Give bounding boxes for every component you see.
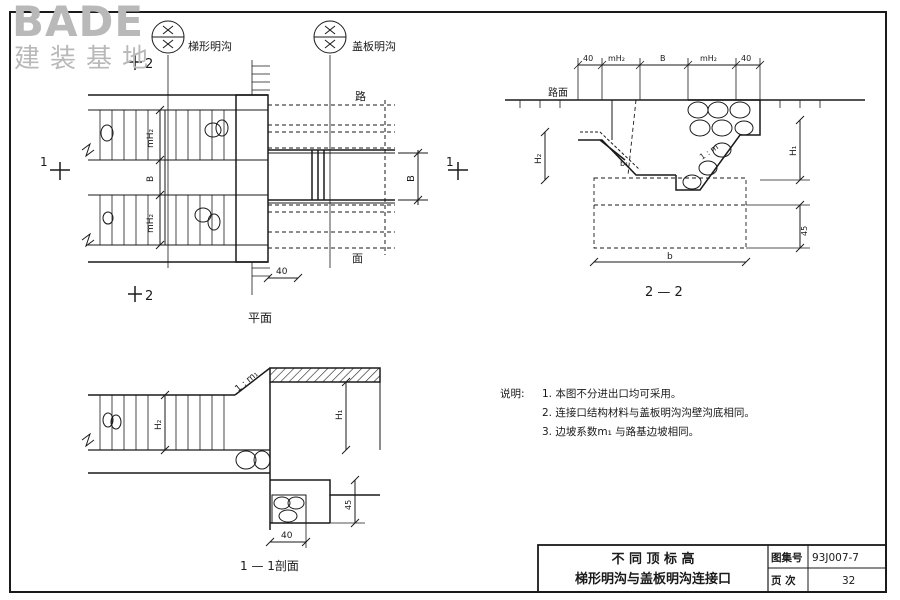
- s22-dim-mh2-left: mH₂: [608, 54, 625, 63]
- section-1-1: [81, 367, 381, 548]
- plan-dim-b-right: B: [406, 175, 417, 182]
- note-row: 说明: 1. 本图不分进出口均可采用。: [500, 385, 860, 404]
- section-marker-2-bottom: 2: [145, 289, 153, 304]
- plan-road-char-top: 路: [355, 90, 366, 103]
- title-line-1: 不 同 顶 标 高: [611, 551, 694, 567]
- s22-h1: H₁: [789, 145, 799, 156]
- s11-h2: H₂: [154, 419, 164, 430]
- plan-road-char-bottom: 面: [352, 252, 363, 265]
- s22-dim-45: 45: [800, 226, 809, 236]
- s22-dim-b: B: [660, 54, 666, 63]
- s22-dim-mh2-right: mH₂: [700, 54, 717, 63]
- title-block: [537, 544, 887, 593]
- watermark-subtitle: 建装基地: [14, 44, 159, 74]
- s22-slope: 1 : m: [698, 142, 720, 161]
- trapezoid-channel-label: 梯形明沟: [188, 40, 232, 53]
- note-row: 3. 边坡系数m₁ 与路基边坡相同。: [500, 423, 860, 442]
- notes-label: 说明:: [500, 388, 525, 400]
- note-row: 2. 连接口结构材料与盖板明沟沟壁沟底相同。: [500, 404, 860, 423]
- plan-dim-b: B: [146, 176, 156, 182]
- page-label: 页 次: [771, 574, 796, 587]
- s22-dim-40-left: 40: [583, 54, 593, 63]
- s22-b1: b₁: [620, 159, 628, 168]
- title-line-2: 梯形明沟与盖板明沟连接口: [575, 571, 731, 587]
- s11-slope: 1 : m₁: [234, 369, 261, 394]
- section-marker-1-left: 1: [40, 155, 48, 169]
- notes-block: 说明: 1. 本图不分进出口均可采用。 2. 连接口结构材料与盖板明沟沟壁沟底相同…: [500, 385, 860, 442]
- plan-dim-mh2-top: mH₂: [146, 128, 156, 148]
- s22-h2: H₂: [534, 153, 544, 164]
- atlas-value: 93J007-7: [812, 552, 859, 564]
- s22-dim-40-right: 40: [741, 54, 751, 63]
- note-item: 3. 边坡系数m₁ 与路基边坡相同。: [542, 426, 700, 438]
- page-value: 32: [842, 575, 855, 587]
- s11-h1: H₁: [335, 409, 345, 420]
- covered-channel-label: 盖板明沟: [352, 39, 396, 53]
- watermark-brand: BADE: [12, 0, 145, 46]
- section-2-2: [505, 58, 865, 267]
- watermark-logo: BADE 建装基地: [6, 0, 166, 80]
- trapezoid-axis-circle: [151, 20, 185, 54]
- section-marker-2-top: 2: [145, 57, 153, 72]
- note-item: 1. 本图不分进出口均可采用。: [542, 388, 682, 400]
- plan-dim-mh2-bottom: mH₂: [146, 213, 156, 233]
- note-item: 2. 连接口结构材料与盖板明沟沟壁沟底相同。: [542, 407, 755, 419]
- s11-dim-45: 45: [344, 500, 353, 510]
- plan-dim-40: 40: [276, 267, 288, 277]
- atlas-label: 图集号: [771, 551, 803, 564]
- covered-axis-circle: [313, 20, 347, 54]
- s22-title: 2 — 2: [645, 285, 683, 300]
- s22-road-surface: 路面: [548, 86, 568, 99]
- s11-title: 1 — 1剖面: [240, 559, 299, 573]
- section-marker-1-right: 1: [446, 155, 454, 169]
- s22-b: b: [667, 252, 673, 262]
- s11-dim-40: 40: [281, 531, 293, 541]
- plan-title: 平面: [248, 311, 272, 325]
- plan-view: [50, 54, 468, 302]
- sheet-border: [9, 11, 887, 593]
